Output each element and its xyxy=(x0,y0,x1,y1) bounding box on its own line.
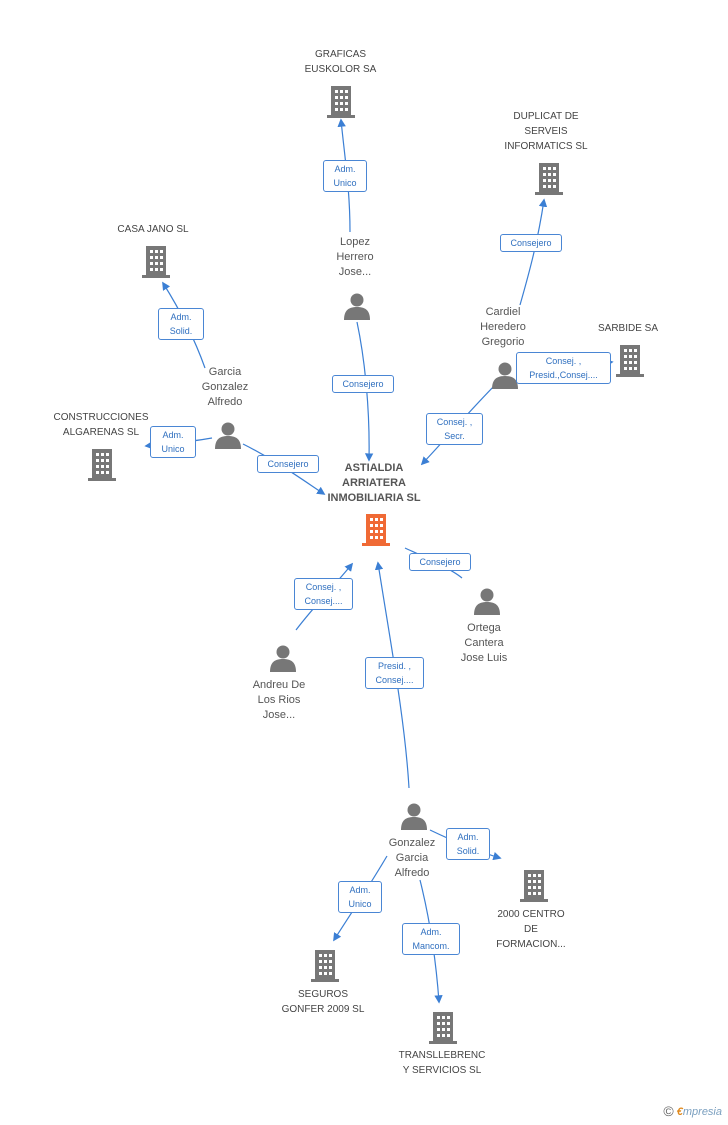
node-transllebrenc[interactable]: TRANSLLEBRENC Y SERVICIOS SL xyxy=(386,1048,498,1078)
edge-label-cardiel-main[interactable]: Consej. , Secr. xyxy=(426,413,483,445)
node-lopez[interactable]: Lopez Herrero Jose... xyxy=(315,235,395,280)
edge-label-lopez-main[interactable]: Consejero xyxy=(332,375,394,393)
building-icon xyxy=(88,449,116,481)
building-icon xyxy=(520,870,548,902)
copyright-symbol: © xyxy=(663,1103,674,1119)
person-label: Garcia Gonzalez Alfredo xyxy=(201,366,249,408)
node-main-company[interactable]: ASTIALDIA ARRIATERA INMOBILIARIA SL xyxy=(314,461,434,506)
person-icon xyxy=(474,588,500,615)
edge-label-cardiel-sarbide[interactable]: Consej. , Presid.,Consej.... xyxy=(516,352,611,384)
person-icon xyxy=(401,803,427,830)
node-sarbide[interactable]: SARBIDE SA xyxy=(588,321,668,336)
brand-logo-e: € xyxy=(676,1106,683,1118)
edge-label-lopez-graficas[interactable]: Adm. Unico xyxy=(323,160,367,192)
building-icon xyxy=(311,950,339,982)
building-icon xyxy=(327,86,355,118)
company-label: SARBIDE SA xyxy=(597,323,659,334)
node-2000-centro[interactable]: 2000 CENTRO DE FORMACION... xyxy=(478,907,584,952)
edge-label-ortega-main[interactable]: Consejero xyxy=(409,553,471,571)
company-label: CASA JANO SL xyxy=(117,224,189,235)
node-cardiel[interactable]: Cardiel Heredero Gregorio xyxy=(463,305,543,350)
edge-label-gonzalez-centro[interactable]: Adm. Solid. xyxy=(446,828,490,860)
edge-label-gonzalez-seguros[interactable]: Adm. Unico xyxy=(338,881,382,913)
building-icon xyxy=(535,163,563,195)
person-label: Andreu De Los Rios Jose... xyxy=(252,679,306,721)
person-label: Ortega Cantera Jose Luis xyxy=(460,622,508,664)
edge-label-garcia-casa[interactable]: Adm. Solid. xyxy=(158,308,204,340)
edge-cardiel-duplicat xyxy=(519,198,548,306)
edge-label-andreu-main[interactable]: Consej. , Consej.... xyxy=(294,578,353,610)
node-graficas[interactable]: GRAFICAS EUSKOLOR SA xyxy=(288,47,393,77)
node-ortega[interactable]: Ortega Cantera Jose Luis xyxy=(444,621,524,666)
edge-label-cardiel-duplicat[interactable]: Consejero xyxy=(500,234,562,252)
building-icon xyxy=(616,345,644,377)
company-label: DUPLICAT DE SERVEIS INFORMATICS SL xyxy=(504,111,588,152)
company-label: 2000 CENTRO DE FORMACION... xyxy=(496,909,566,950)
edge-label-gonzalez-transllebrenc[interactable]: Adm. Mancom. xyxy=(402,923,460,955)
company-label: TRANSLLEBRENC Y SERVICIOS SL xyxy=(398,1050,486,1076)
main-building-icon xyxy=(362,514,390,546)
node-casa-jano[interactable]: CASA JANO SL xyxy=(100,222,206,237)
company-label: SEGUROS GONFER 2009 SL xyxy=(281,989,365,1015)
node-duplicat[interactable]: DUPLICAT DE SERVEIS INFORMATICS SL xyxy=(490,109,602,154)
company-label: CONSTRUCCIONES ALGARENAS SL xyxy=(53,412,149,438)
edge-label-garcia-main[interactable]: Consejero xyxy=(257,455,319,473)
person-icon xyxy=(492,362,518,389)
person-icon xyxy=(270,645,296,672)
person-icon xyxy=(215,422,241,449)
person-label: Gonzalez Garcia Alfredo xyxy=(388,837,436,879)
edge-label-gonzalez-main[interactable]: Presid. , Consej.... xyxy=(365,657,424,689)
person-label: Cardiel Heredero Gregorio xyxy=(480,306,526,348)
company-label: GRAFICAS EUSKOLOR SA xyxy=(304,49,377,75)
node-gonzalez[interactable]: Gonzalez Garcia Alfredo xyxy=(372,836,452,881)
node-seguros[interactable]: SEGUROS GONFER 2009 SL xyxy=(270,987,376,1017)
building-icon xyxy=(142,246,170,278)
person-label: Lopez Herrero Jose... xyxy=(336,236,374,278)
person-icon xyxy=(344,293,370,320)
node-construcciones[interactable]: CONSTRUCCIONES ALGARENAS SL xyxy=(45,410,157,440)
node-garcia[interactable]: Garcia Gonzalez Alfredo xyxy=(185,365,265,410)
brand-logo-text: mpresia xyxy=(682,1106,722,1118)
copyright: © €mpresia xyxy=(663,1103,722,1119)
node-andreu[interactable]: Andreu De Los Rios Jose... xyxy=(239,678,319,723)
edge-label-garcia-construcciones[interactable]: Adm. Unico xyxy=(150,426,196,458)
building-icon xyxy=(429,1012,457,1044)
main-company-label: ASTIALDIA ARRIATERA INMOBILIARIA SL xyxy=(327,462,421,504)
